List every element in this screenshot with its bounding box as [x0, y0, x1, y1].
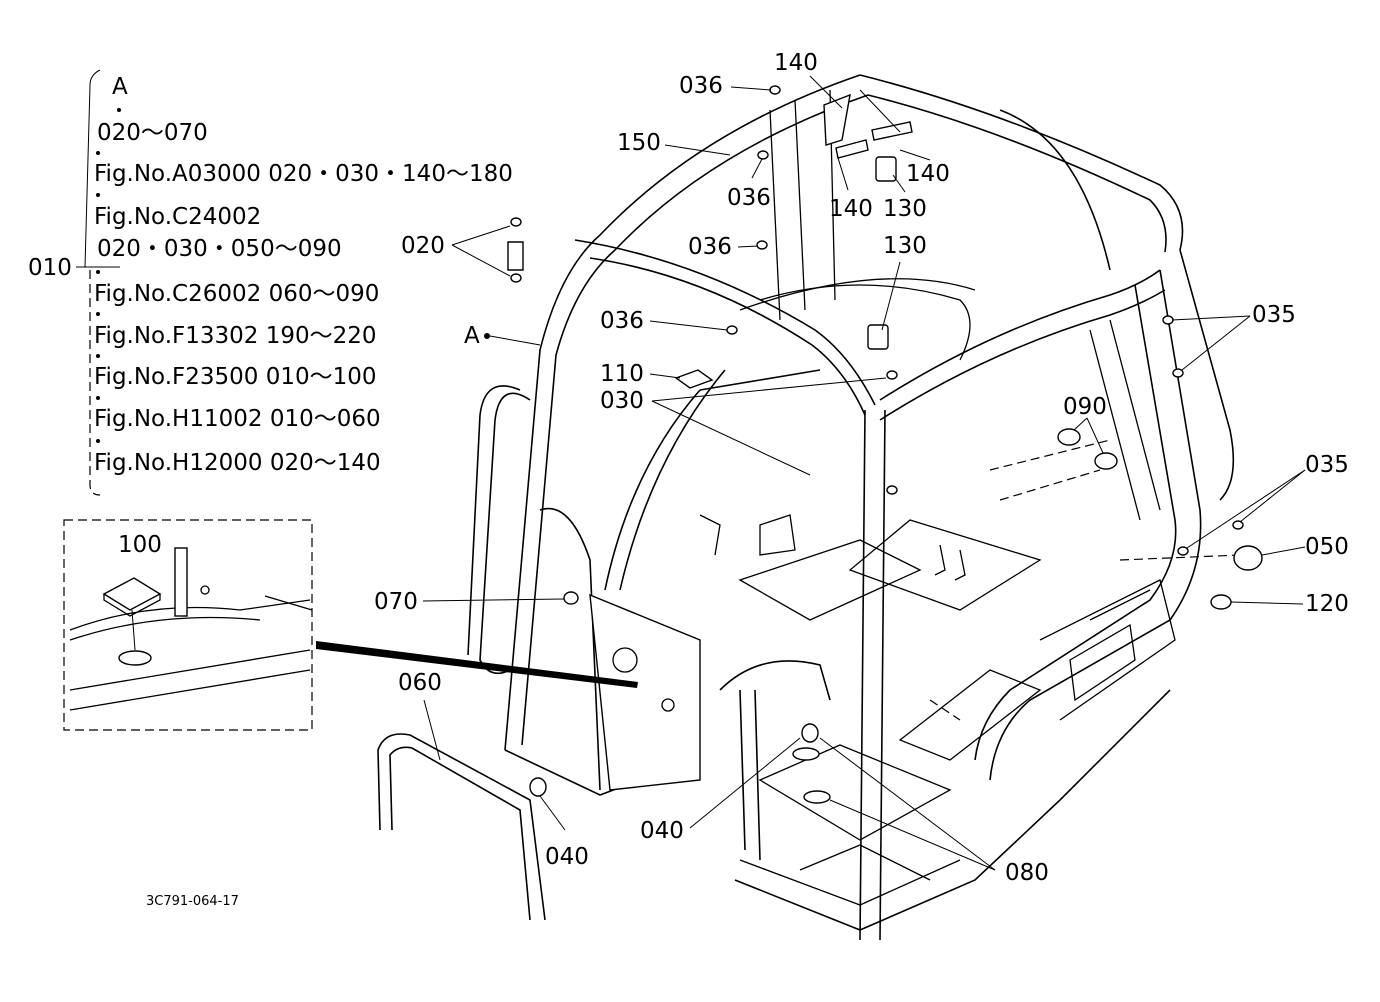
callout-060: 060 [398, 670, 442, 696]
callout-040-left: 040 [640, 818, 684, 844]
callout-100: 100 [118, 532, 162, 558]
legend-line: Fig.No.H11002 010～060 [94, 406, 381, 432]
inset-pointer [316, 641, 638, 688]
callout-labels: 036 140 150 036 140 140 130 020 036 130 … [28, 50, 1349, 886]
callout-050: 050 [1305, 534, 1349, 560]
callout-035-lower: 035 [1305, 452, 1349, 478]
drawing-code: 3C791-064-17 [146, 894, 239, 909]
legend-line: Fig.No.F13302 190～220 [94, 323, 377, 349]
legend-line: Fig.No.A03000 020・030・140～180 [94, 161, 513, 187]
part-marks [507, 85, 1263, 797]
callout-030: 030 [600, 388, 644, 414]
legend-line: 020～070 [97, 120, 208, 146]
legend-line: 020・030・050～090 [97, 236, 342, 262]
callout-130-top: 130 [883, 196, 927, 222]
detail-inset [63, 519, 313, 731]
callout-150: 150 [617, 130, 661, 156]
callout-035-upper: 035 [1252, 302, 1296, 328]
callout-010: 010 [28, 255, 72, 281]
callout-090: 090 [1063, 394, 1107, 420]
callout-080: 080 [1005, 860, 1049, 886]
legend: A 020～070 Fig.No.A03000 020・030・140～180 … [94, 74, 513, 476]
legend-line: Fig.No.F23500 010～100 [94, 364, 377, 390]
callout-070: 070 [374, 589, 418, 615]
callout-120: 120 [1305, 591, 1349, 617]
callout-040-right: 040 [545, 844, 589, 870]
callout-036-lower: 036 [600, 308, 644, 334]
legend-line: Fig.No.H12000 020～140 [94, 450, 381, 476]
callout-A: A [464, 323, 480, 349]
callout-036-top: 036 [679, 73, 723, 99]
legend-header: A [112, 74, 128, 100]
leader-lines [76, 69, 1306, 871]
callout-140-mid: 140 [829, 196, 873, 222]
legend-line: Fig.No.C24002 [94, 204, 261, 230]
callout-140-top: 140 [774, 50, 818, 76]
callout-110: 110 [600, 361, 644, 387]
callout-036-upper: 036 [727, 185, 771, 211]
legend-dots [96, 108, 490, 443]
callout-130-mid: 130 [883, 233, 927, 259]
callout-020: 020 [401, 233, 445, 259]
cab-frame-drawing [377, 74, 1241, 941]
legend-line: Fig.No.C26002 060～090 [94, 281, 379, 307]
callout-140-right: 140 [906, 161, 950, 187]
callout-036-mid: 036 [688, 234, 732, 260]
